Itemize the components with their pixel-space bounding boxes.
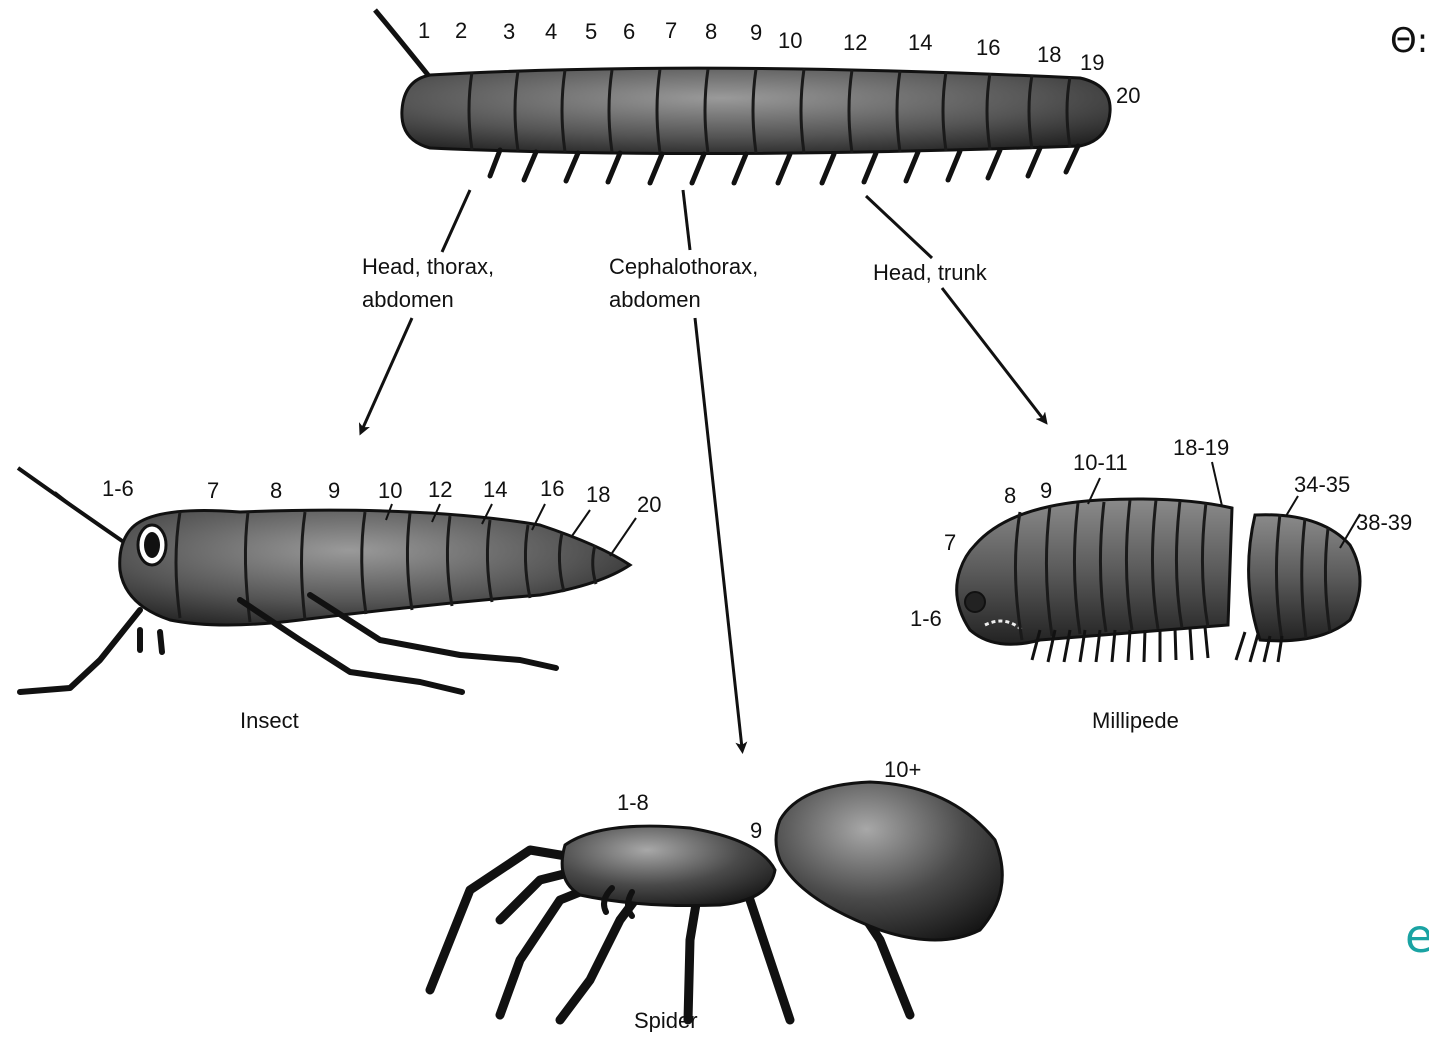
- insect-seg-label: 14: [483, 477, 507, 502]
- insect-seg-label: 12: [428, 477, 452, 502]
- branch-arrow-insect: [362, 318, 412, 430]
- millipede-seg-label: 9: [1040, 478, 1052, 503]
- insect-seg-label: 10: [378, 478, 402, 503]
- ancestor-seg-num: 10: [778, 28, 802, 53]
- branch-spider: Cephalothorax, abdomen: [609, 190, 758, 748]
- ancestor-drawing: 1 2 3 4 5 6 7 8 9 10 12 14 16 18 19 20: [375, 10, 1140, 183]
- millipede-seg-label: 38-39: [1356, 510, 1412, 535]
- insect-body: [120, 510, 630, 625]
- insect-seg-label: 18: [586, 482, 610, 507]
- millipede-seg-label: 8: [1004, 483, 1016, 508]
- branch-label-insect-line1: Head, thorax,: [362, 254, 494, 279]
- branch-line-insect-upper: [442, 190, 470, 252]
- insect-seg-label: 20: [637, 492, 661, 517]
- ancestor-seg-num: 4: [545, 19, 557, 44]
- millipede-seg-label: 1-6: [910, 606, 942, 631]
- ancestor-seg-num: 6: [623, 19, 635, 44]
- insect-drawing: 1-6 7 8 9 10 12 14 16 18 20 Insect: [18, 468, 661, 733]
- branch-millipede: Head, trunk: [866, 196, 1044, 420]
- ancestor-seg-num: 16: [976, 35, 1000, 60]
- ancestor-seg-num: 3: [503, 19, 515, 44]
- insect-seg-label: 1-6: [102, 476, 134, 501]
- ancestor-seg-num: 18: [1037, 42, 1061, 67]
- spider-seg-label: 1-8: [617, 790, 649, 815]
- millipede-seg-label: 10-11: [1073, 450, 1128, 475]
- millipede-body-front: [957, 499, 1232, 644]
- insect-seg-label: 9: [328, 478, 340, 503]
- spider-seg-label: 9: [750, 818, 762, 843]
- insect-caption: Insect: [240, 708, 299, 733]
- spider-drawing: 1-8 9 10+ Spider: [430, 757, 1002, 1032]
- insect-seg-label: 16: [540, 476, 564, 501]
- spider-cephalothorax: [562, 826, 775, 906]
- corner-text-top-right: Θ:: [1390, 21, 1428, 61]
- millipede-eye-icon: [965, 592, 985, 612]
- ancestor-seg-num: 5: [585, 19, 597, 44]
- ancestor-seg-num: 8: [705, 19, 717, 44]
- branch-line-spider-upper: [683, 190, 690, 250]
- insect-seg-label: 7: [207, 478, 219, 503]
- millipede-seg-label: 7: [944, 530, 956, 555]
- spider-caption: Spider: [634, 1008, 698, 1032]
- branch-arrow-spider: [695, 318, 742, 748]
- branch-insect: Head, thorax, abdomen: [362, 190, 494, 430]
- ancestor-seg-num: 9: [750, 20, 762, 45]
- branch-label-spider-line1: Cephalothorax,: [609, 254, 758, 279]
- spider-seg-label: 10+: [884, 757, 921, 782]
- spider-abdomen: [776, 782, 1002, 940]
- branch-label-millipede-line1: Head, trunk: [873, 260, 988, 285]
- ancestor-seg-num: 20: [1116, 83, 1140, 108]
- branch-label-insect-line2: abdomen: [362, 287, 454, 312]
- branch-arrow-millipede: [942, 288, 1044, 420]
- ancestor-seg-num: 2: [455, 18, 467, 43]
- ancestor-seg-num: 19: [1080, 50, 1104, 75]
- ancestor-seg-num: 7: [665, 18, 677, 43]
- millipede-seg-label: 18-19: [1173, 435, 1229, 460]
- ancestor-seg-num: 14: [908, 30, 932, 55]
- ancestor-seg-num: 1: [418, 18, 430, 43]
- ancestor-seg-num: 12: [843, 30, 867, 55]
- insect-seg-label: 8: [270, 478, 282, 503]
- millipede-caption: Millipede: [1092, 708, 1179, 733]
- corner-text-bottom-right: e: [1405, 909, 1429, 963]
- millipede-drawing: 7 8 9 10-11 18-19 34-35 38-39 1-6 Millip…: [910, 435, 1412, 733]
- branch-label-spider-line2: abdomen: [609, 287, 701, 312]
- branch-line-millipede-upper: [866, 196, 932, 258]
- millipede-seg-label: 34-35: [1294, 472, 1350, 497]
- insect-pupil: [144, 532, 160, 558]
